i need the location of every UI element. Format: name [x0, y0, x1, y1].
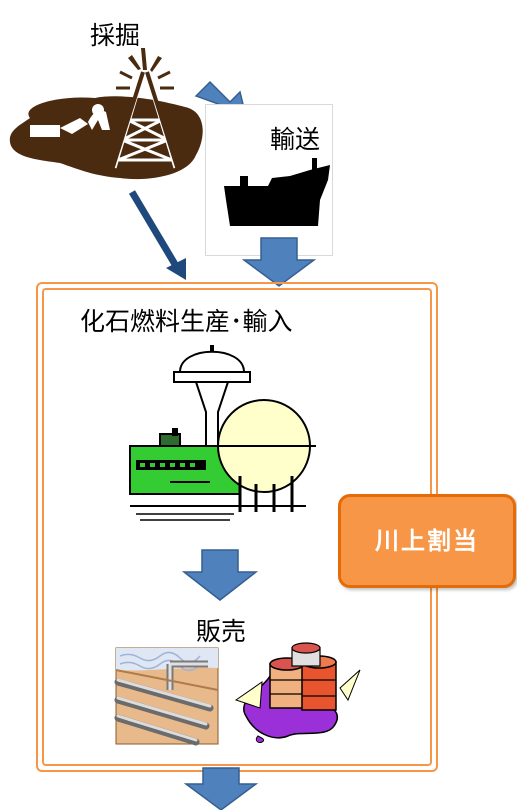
upstream-allocation-badge[interactable]: 川上割当 [338, 494, 516, 588]
upstream-allocation-label: 川上割当 [375, 527, 479, 555]
production-label: 化石燃料生産･輸入 [80, 307, 293, 336]
mining-label: 採掘 [90, 21, 141, 50]
transport-label: 輸送 [270, 125, 321, 154]
sales-label: 販売 [196, 617, 247, 646]
